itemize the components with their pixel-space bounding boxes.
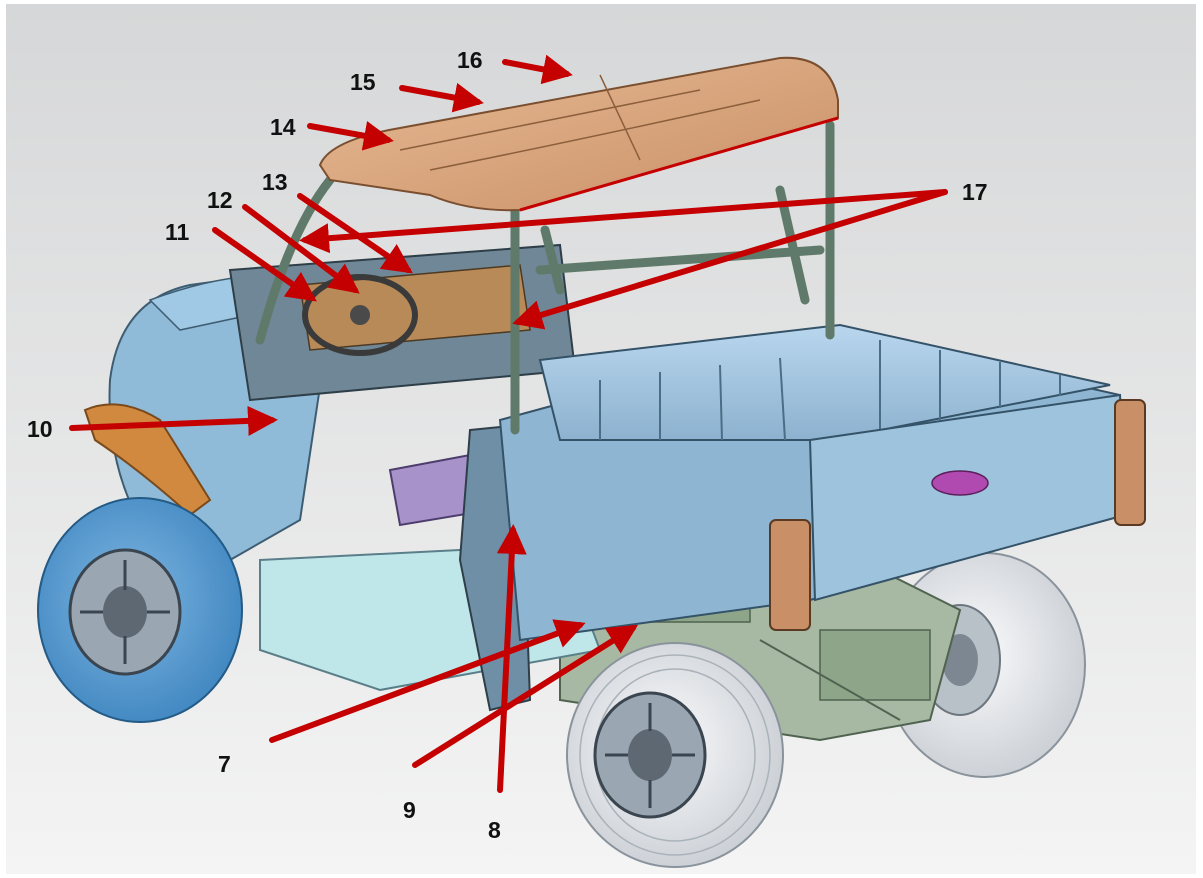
arrow-13 (297, 193, 413, 274)
tailgate-emblem (931, 470, 989, 496)
arrow-16 (502, 54, 573, 85)
callout-label-10: 10 (27, 416, 53, 442)
callout-label-14: 14 (270, 114, 296, 140)
tail-light-right (1114, 399, 1146, 526)
arrow-9 (412, 624, 639, 768)
callout-label-11: 11 (165, 219, 190, 245)
callout-arrows (69, 54, 948, 793)
callout-label-7: 7 (218, 751, 231, 777)
arrow-10 (69, 405, 278, 436)
arrow-17b (512, 189, 948, 330)
arrow-17a (299, 189, 948, 254)
rear-left-tire (566, 642, 784, 868)
callout-label-13: 13 (262, 169, 288, 195)
arrow-7 (269, 619, 586, 743)
arrow-15 (399, 82, 484, 113)
callout-label-17: 17 (962, 179, 988, 205)
arrow-14 (307, 120, 394, 151)
callout-label-16: 16 (457, 47, 483, 73)
cargo-bed (498, 323, 1146, 642)
steering-wheel (302, 274, 418, 356)
arrow-8 (496, 524, 527, 793)
callout-label-15: 15 (350, 69, 376, 95)
callout-labels: 7 8 9 10 11 12 13 14 15 16 17 (27, 47, 988, 843)
callout-label-8: 8 (488, 817, 501, 843)
front-left-tire (37, 497, 243, 723)
tail-light-left (769, 519, 811, 631)
roof (318, 56, 839, 212)
arrow-11 (212, 227, 317, 302)
callout-label-12: 12 (207, 187, 233, 213)
callout-label-9: 9 (403, 797, 416, 823)
roll-cage (255, 120, 835, 435)
